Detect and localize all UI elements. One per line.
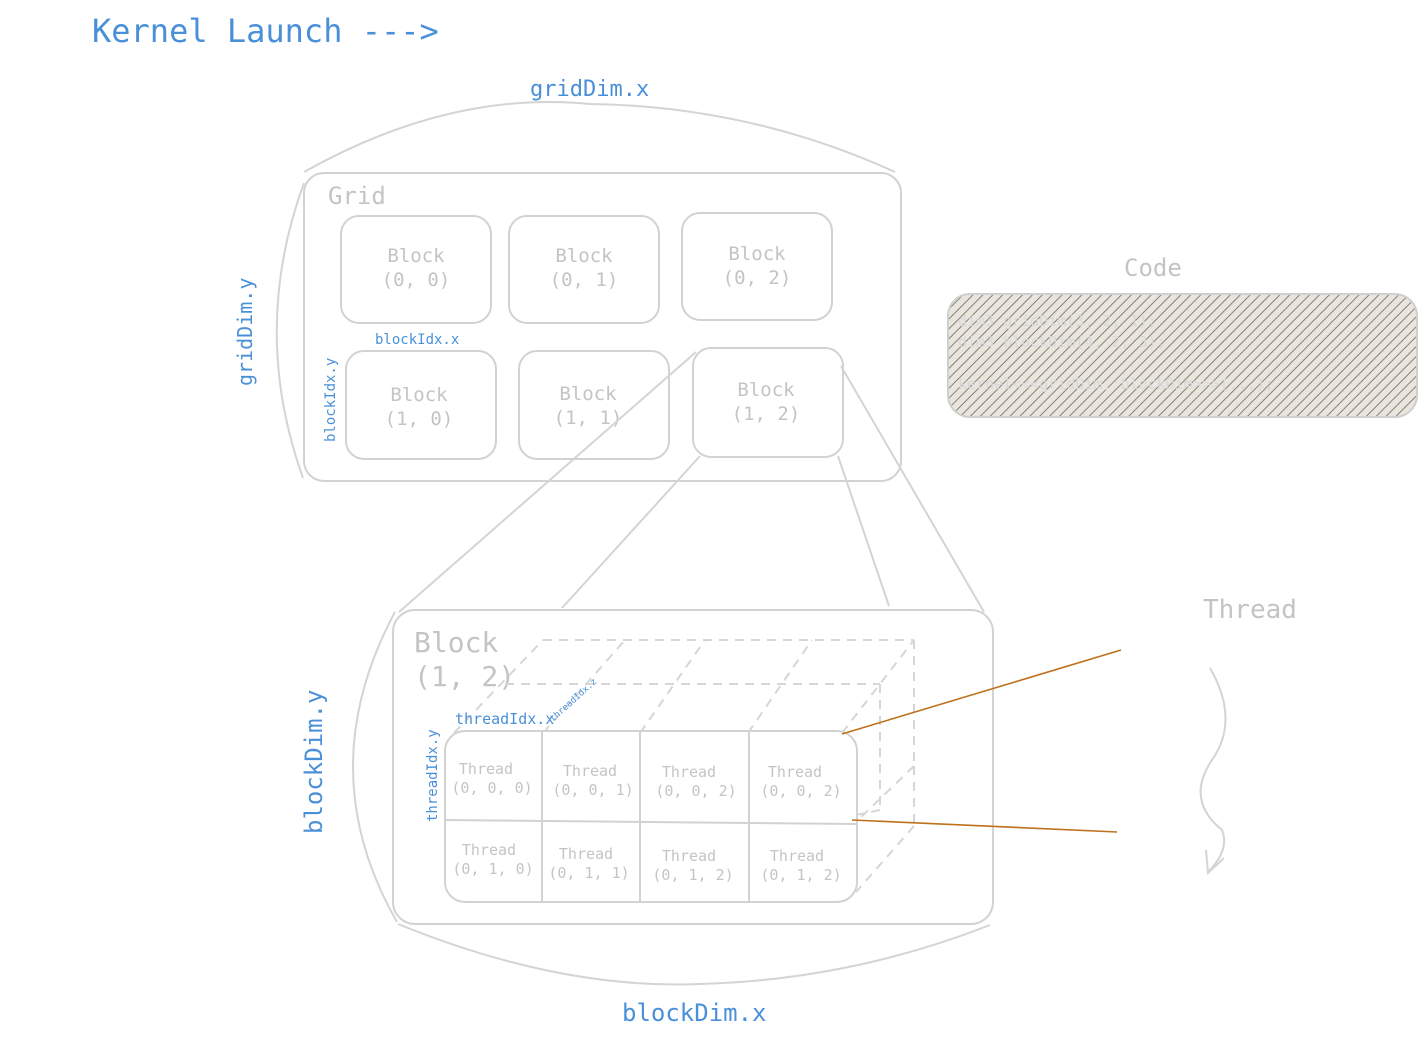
thread-pointer-lines <box>841 649 1122 833</box>
code-lines: dim3 gridDim(3, 2, 1); dim3 blockDim(4, … <box>958 312 1274 393</box>
grid-block: Block (0, 2) <box>681 212 833 321</box>
grid-block: Block (1, 1) <box>518 350 670 460</box>
svg-text:(0, 1, 2): (0, 1, 2) <box>760 866 841 884</box>
thread-squiggle-arrow <box>1199 667 1227 873</box>
svg-text:dim3 gridDim(3, 2, 1);: dim3 gridDim(3, 2, 1); <box>958 312 1157 330</box>
svg-text:Thread: Thread <box>770 847 824 865</box>
thread-cell: Thread (0, 0, 2) <box>655 763 736 800</box>
svg-text:dim3 blockDim(4, 2, 3);: dim3 blockDim(4, 2, 3); <box>958 333 1166 351</box>
svg-text:(1, 2): (1, 2) <box>732 403 801 425</box>
grid-container <box>303 172 902 482</box>
grid-block-highlighted: Block (1, 2) <box>692 347 844 458</box>
grid-dim-y-brace <box>275 182 305 479</box>
thread-cell: Thread (0, 1, 0) <box>452 841 533 878</box>
grid-title: Grid <box>328 182 386 210</box>
block-idx-y-label: blockIdx.y <box>323 358 339 442</box>
block-dim-x-brace <box>397 923 991 986</box>
thread-label: Thread <box>1203 595 1297 625</box>
page-title: Kernel Launch ---> <box>92 12 439 50</box>
thread-cell: Thread (0, 1, 2) <box>652 847 733 884</box>
svg-text:Thread: Thread <box>563 762 617 780</box>
svg-text:(0, 1): (0, 1) <box>550 269 619 291</box>
svg-text:Thread: Thread <box>768 763 822 781</box>
thread-cell: Thread (0, 1, 2) <box>760 847 841 884</box>
block-dim-y-label: blockDim.y <box>300 690 328 835</box>
svg-text:(0, 2): (0, 2) <box>723 267 792 289</box>
svg-text:Block: Block <box>728 243 786 265</box>
thread-idx-y-label: threadIdx.y <box>425 729 441 822</box>
svg-text:Thread: Thread <box>662 763 716 781</box>
thread-cell: Thread (0, 0, 0) <box>451 760 532 797</box>
code-title: Code <box>1124 254 1182 282</box>
svg-text:(0, 0, 1): (0, 0, 1) <box>552 781 633 799</box>
thread-grid <box>444 730 858 903</box>
svg-text:(0, 1, 2): (0, 1, 2) <box>652 866 733 884</box>
thread-cell: Thread (0, 0, 1) <box>552 762 633 799</box>
svg-text:(0, 0, 2): (0, 0, 2) <box>655 782 736 800</box>
svg-text:Thread: Thread <box>559 845 613 863</box>
svg-text:kernel<<<gridDim, blockDim>>>(: kernel<<<gridDim, blockDim>>>(...); <box>958 375 1274 393</box>
svg-text:Thread: Thread <box>462 841 516 859</box>
svg-text:Thread: Thread <box>459 760 513 778</box>
grid-block: Block (1, 0) <box>345 350 497 460</box>
grid-dim-x-brace <box>303 101 896 173</box>
thread-cell: Thread (0, 1, 1) <box>548 845 629 882</box>
svg-text:(0, 1, 0): (0, 1, 0) <box>452 860 533 878</box>
thread-arrow-head <box>1205 849 1225 876</box>
thread-cell: Thread (0, 0, 2) <box>760 763 841 800</box>
block-detail-title-line2: (1, 2) <box>414 660 515 693</box>
svg-text:Block: Block <box>559 383 617 405</box>
grid-block: Block (0, 0) <box>340 215 492 324</box>
svg-text:(0, 0, 0): (0, 0, 0) <box>451 779 532 797</box>
block-detail-container <box>392 609 994 925</box>
svg-text:Block: Block <box>737 379 795 401</box>
grid-dim-x-label: gridDim.x <box>530 77 649 102</box>
svg-text:Block: Block <box>387 245 445 267</box>
grid-dim-y-label: gridDim.y <box>233 278 257 386</box>
svg-text:Block: Block <box>555 245 613 267</box>
svg-text:Thread: Thread <box>662 847 716 865</box>
block-dim-y-brace <box>352 611 398 923</box>
block-detail-title-line1: Block <box>414 626 498 659</box>
grid-block: Block (0, 1) <box>508 215 660 324</box>
block-dim-x-label: blockDim.x <box>622 999 767 1027</box>
code-block <box>947 293 1418 418</box>
svg-text:(1, 0): (1, 0) <box>385 408 454 430</box>
svg-text:(1, 1): (1, 1) <box>554 407 623 429</box>
svg-text:(0, 1, 1): (0, 1, 1) <box>548 864 629 882</box>
svg-text:Block: Block <box>390 384 448 406</box>
thread-idx-x-label: threadIdx.x <box>455 710 554 728</box>
zoom-lines <box>398 351 985 613</box>
svg-text:(0, 0): (0, 0) <box>382 269 451 291</box>
svg-text:(0, 0, 2): (0, 0, 2) <box>760 782 841 800</box>
block-idx-x-label: blockIdx.x <box>375 332 459 348</box>
